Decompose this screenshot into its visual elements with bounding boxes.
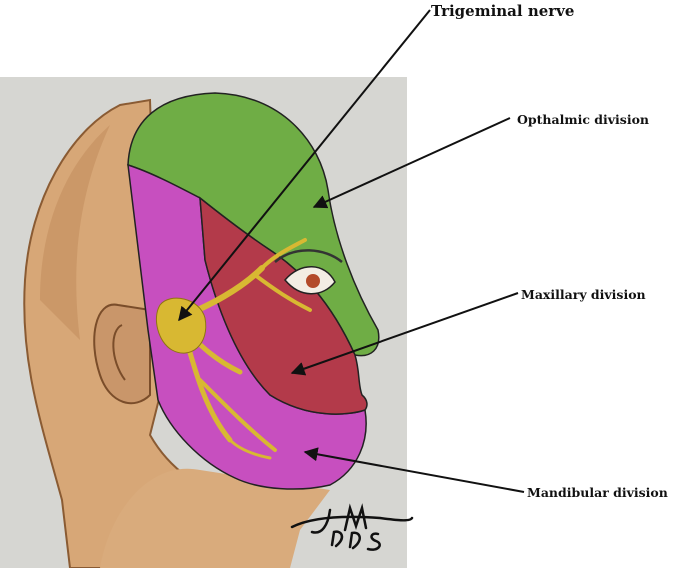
ophthalmic-leader: [312, 117, 511, 209]
trigeminal-nerve-label: Trigeminal nerve: [431, 2, 575, 20]
artist-signature: [290, 503, 414, 551]
neck: [100, 468, 330, 568]
maxillary-leader: [290, 292, 519, 376]
head-shading: [40, 125, 110, 340]
trigeminal-ganglion: [156, 297, 207, 354]
maxillary-division-label: Maxillary division: [521, 287, 646, 302]
ear-inner: [112, 324, 126, 381]
eyebrow: [274, 249, 343, 263]
ophthalmic-division-label: Opthalmic division: [517, 112, 649, 127]
trigeminal-leader: [178, 9, 431, 322]
ear: [93, 303, 151, 405]
iris: [306, 274, 320, 288]
mandibular-division-label: Mandibular division: [527, 485, 668, 500]
mandibular-leader: [303, 447, 525, 493]
maxillary-region: [199, 196, 368, 415]
